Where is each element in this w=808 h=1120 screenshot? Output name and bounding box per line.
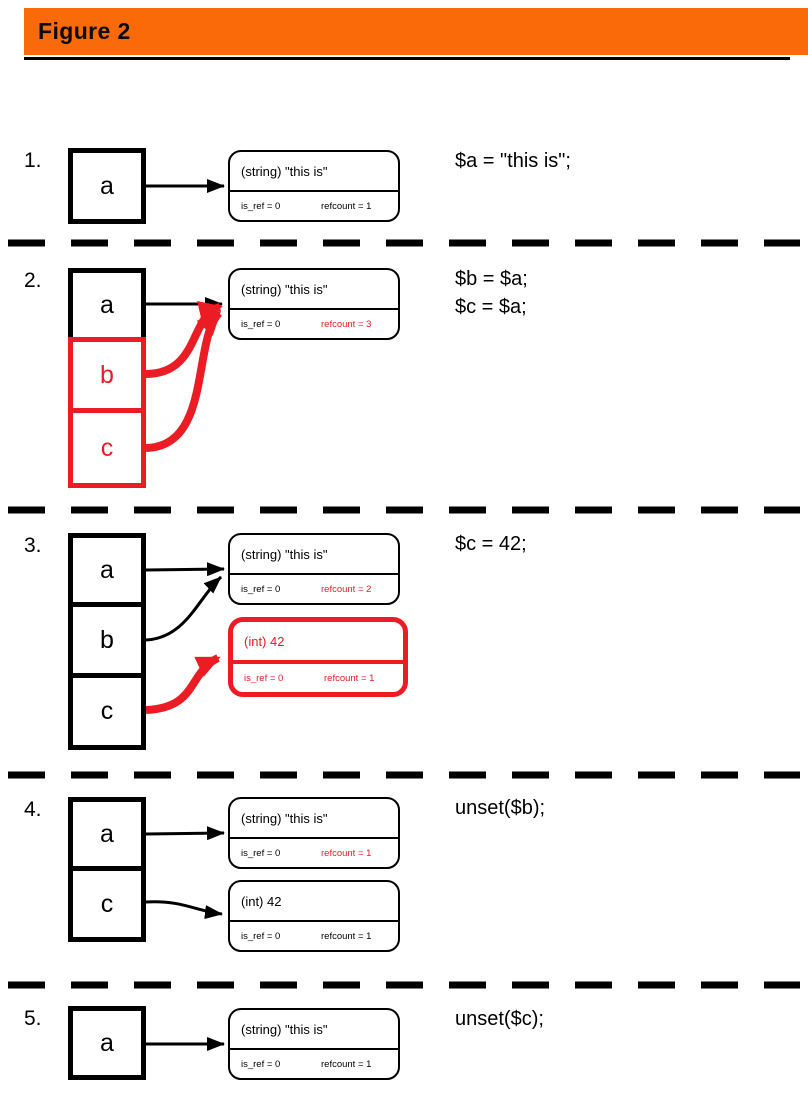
header-underline	[24, 57, 790, 60]
var-box-a-step1: a	[68, 148, 146, 224]
zval-box-string-step1: (string) "this is" is_ref = 0 refcount =…	[228, 150, 400, 222]
var-box-b-step2: b	[68, 337, 146, 413]
zval-meta: is_ref = 0 refcount = 1	[230, 192, 398, 220]
code-line: $b = $a;	[455, 268, 528, 290]
code-block-step4: unset($b);	[455, 794, 545, 822]
var-label-a: a	[100, 1028, 114, 1057]
step-number-5: 5.	[24, 1007, 42, 1030]
zval-value: (string) "this is"	[230, 1010, 398, 1050]
zval-refcount: refcount = 3	[321, 318, 372, 330]
step-number-2: 2.	[24, 269, 42, 292]
zval-isref: is_ref = 0	[244, 672, 284, 684]
var-label-b: b	[100, 625, 114, 654]
code-block-step2: $b = $a; $c = $a;	[455, 265, 528, 321]
code-line: unset($c);	[455, 1008, 544, 1030]
step-number-1: 1.	[24, 149, 42, 172]
code-line: $c = $a;	[455, 296, 527, 318]
var-box-a-step3: a	[68, 533, 146, 607]
zval-meta: is_ref = 0 refcount = 3	[230, 310, 398, 338]
zval-refcount: refcount = 1	[321, 200, 372, 212]
zval-meta: is_ref = 0 refcount = 2	[230, 575, 398, 603]
var-label-a: a	[100, 555, 114, 584]
var-label-a: a	[100, 819, 114, 848]
zval-value: (string) "this is"	[230, 799, 398, 839]
arrow-a-to-string-step3	[145, 562, 225, 577]
arrow-b-to-string-step2	[145, 301, 223, 378]
var-label-b: b	[100, 360, 114, 389]
var-box-b-step3: b	[68, 602, 146, 678]
var-box-a-step4: a	[68, 797, 146, 871]
zval-box-string-step5: (string) "this is" is_ref = 0 refcount =…	[228, 1008, 400, 1080]
zval-box-int-step3: (int) 42 is_ref = 0 refcount = 1	[228, 617, 408, 697]
zval-refcount: refcount = 1	[321, 930, 372, 942]
var-label-a: a	[100, 171, 114, 200]
arrow-c-to-string-step2	[145, 310, 223, 452]
zval-refcount: refcount = 1	[321, 847, 372, 859]
zval-isref: is_ref = 0	[241, 583, 281, 595]
var-box-c-step3: c	[68, 673, 146, 750]
zval-isref: is_ref = 0	[241, 847, 281, 859]
arrow-a-to-string-step4	[145, 826, 225, 841]
zval-isref: is_ref = 0	[241, 200, 281, 212]
arrow-b-to-string-step3	[145, 575, 223, 642]
zval-isref: is_ref = 0	[241, 1058, 281, 1070]
zval-meta: is_ref = 0 refcount = 1	[233, 664, 403, 692]
zval-isref: is_ref = 0	[241, 930, 281, 942]
zval-box-string-step4: (string) "this is" is_ref = 0 refcount =…	[228, 797, 400, 869]
var-box-c-step4: c	[68, 866, 146, 942]
code-line: $c = 42;	[455, 533, 527, 555]
code-block-step5: unset($c);	[455, 1005, 544, 1033]
zval-value: (string) "this is"	[230, 270, 398, 310]
zval-value: (int) 42	[230, 882, 398, 922]
zval-meta: is_ref = 0 refcount = 1	[230, 922, 398, 950]
zval-box-int-step4: (int) 42 is_ref = 0 refcount = 1	[228, 880, 400, 952]
var-box-a-step2: a	[68, 268, 146, 342]
zval-refcount: refcount = 1	[324, 672, 375, 684]
zval-box-string-step2: (string) "this is" is_ref = 0 refcount =…	[228, 268, 400, 340]
figure-header-bar: Figure 2	[24, 8, 808, 55]
code-block-step3: $c = 42;	[455, 530, 527, 558]
step-number-3: 3.	[24, 534, 42, 557]
arrow-c-to-int-step3	[145, 654, 221, 714]
zval-value: (string) "this is"	[230, 152, 398, 192]
var-label-a: a	[100, 290, 114, 319]
step-number-4: 4.	[24, 798, 42, 821]
zval-meta: is_ref = 0 refcount = 1	[230, 839, 398, 867]
code-block-step1: $a = "this is";	[455, 147, 571, 175]
figure-title: Figure 2	[38, 18, 131, 44]
var-label-c: c	[100, 433, 114, 462]
code-line: $a = "this is";	[455, 150, 571, 172]
var-box-c-step2: c	[68, 408, 146, 488]
zval-refcount: refcount = 1	[321, 1058, 372, 1070]
zval-meta: is_ref = 0 refcount = 1	[230, 1050, 398, 1078]
code-line: unset($b);	[455, 797, 546, 819]
var-label-c: c	[100, 697, 114, 725]
var-label-c: c	[100, 889, 114, 918]
var-box-a-step5: a	[68, 1006, 146, 1080]
zval-isref: is_ref = 0	[241, 318, 281, 330]
zval-value: (string) "this is"	[230, 535, 398, 575]
zval-refcount: refcount = 2	[321, 583, 372, 595]
zval-box-string-step3: (string) "this is" is_ref = 0 refcount =…	[228, 533, 400, 605]
arrow-c-to-int-step4	[145, 900, 223, 919]
zval-value: (int) 42	[233, 622, 403, 664]
